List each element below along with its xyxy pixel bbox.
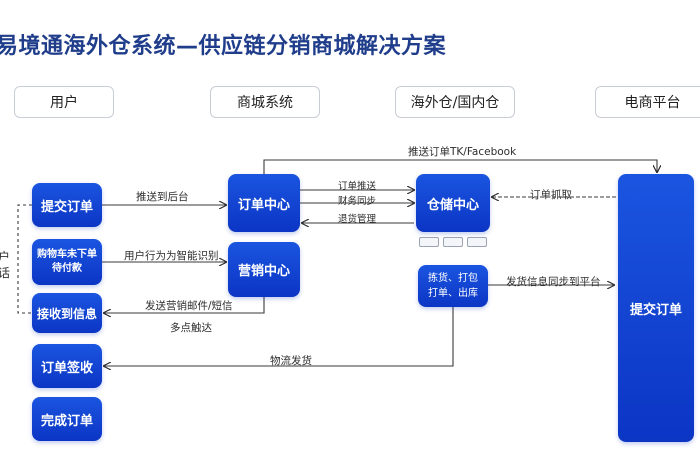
label-finance-sync: 财务同步 bbox=[338, 196, 377, 207]
arrow-logistics bbox=[104, 307, 454, 366]
column-header-mall-system: 商城系统 bbox=[210, 86, 320, 118]
node-cart-unpaid: 购物车未下单待付款 bbox=[32, 239, 102, 285]
pick-pack-line-1: 拣货、打包 bbox=[428, 273, 478, 284]
node-order-center: 订单中心 bbox=[228, 174, 300, 232]
node-receive-info: 接收到信息 bbox=[32, 293, 102, 333]
node-platform-submit-order: 提交订单 bbox=[618, 174, 694, 442]
label-user-behavior: 用户行为为智能识别 bbox=[124, 250, 219, 262]
node-pick-pack: 拣货、打包 打单、出库 bbox=[418, 265, 488, 307]
node-marketing-center: 营销中心 bbox=[228, 242, 300, 297]
label-ship-sync: 发货信息同步到平台 bbox=[506, 276, 601, 288]
node-order-sign: 订单签收 bbox=[32, 344, 102, 388]
arrow-push-tk bbox=[263, 159, 657, 174]
mini-screen-chip bbox=[419, 237, 439, 247]
label-multi-touch: 多点触达 bbox=[170, 322, 212, 334]
dashed-loop-line bbox=[17, 204, 32, 314]
column-header-ecommerce-platform: 电商平台 bbox=[595, 86, 700, 118]
node-complete-order: 完成订单 bbox=[32, 397, 102, 441]
side-text-1: 户 bbox=[0, 250, 11, 264]
column-header-warehouse: 海外仓/国内仓 bbox=[395, 86, 515, 118]
arrow-send-marketing bbox=[104, 297, 265, 313]
label-push-backend: 推送到后台 bbox=[136, 191, 189, 203]
node-submit-order: 提交订单 bbox=[32, 183, 102, 227]
label-send-marketing: 发送营销邮件/短信 bbox=[145, 300, 233, 312]
label-push-tk: 推送订单TK/Facebook bbox=[408, 146, 517, 158]
label-order-grab: 订单抓取 bbox=[530, 189, 572, 201]
page-title: 易境通海外仓系统—供应链分销商城解决方案 bbox=[0, 34, 447, 59]
label-return-mgmt: 退货管理 bbox=[338, 214, 377, 225]
pick-pack-line-2: 打单、出库 bbox=[428, 288, 478, 299]
node-warehouse-center: 仓储中心 bbox=[416, 174, 490, 232]
label-logistics: 物流发货 bbox=[270, 355, 312, 367]
column-header-user: 用户 bbox=[14, 86, 114, 118]
mini-screen-chip bbox=[443, 237, 463, 247]
side-text-2: 话 bbox=[0, 266, 11, 280]
label-order-push: 订单推送 bbox=[338, 181, 377, 192]
mini-screen-chip bbox=[467, 237, 487, 247]
